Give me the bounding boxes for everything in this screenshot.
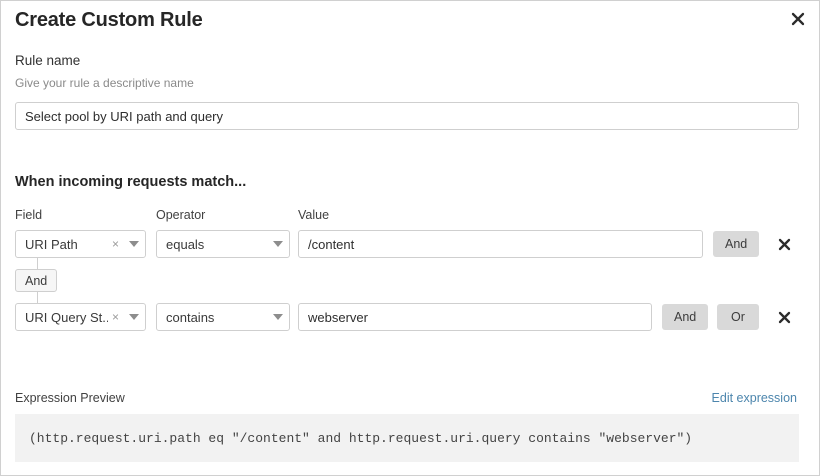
row-2-operator-select[interactable]: contains — [156, 303, 290, 331]
row-1-and-button[interactable]: And — [713, 231, 760, 257]
expression-preview-label: Expression Preview — [15, 391, 125, 405]
row-1-field-select[interactable]: URI Path × — [15, 230, 146, 258]
connector-line-top — [37, 258, 38, 269]
edit-expression-link[interactable]: Edit expression — [711, 391, 797, 405]
column-header-value: Value — [298, 208, 330, 222]
dialog-title: Create Custom Rule — [15, 9, 203, 31]
chevron-down-icon[interactable] — [267, 241, 289, 247]
column-header-operator: Operator — [156, 208, 206, 222]
chevron-down-icon[interactable] — [123, 314, 145, 320]
row-1-value-input[interactable] — [298, 230, 703, 258]
chevron-down-icon[interactable] — [267, 314, 289, 320]
column-header-field: Field — [15, 208, 43, 222]
rule-name-input[interactable] — [15, 102, 799, 130]
expression-preview-code: (http.request.uri.path eq "/content" and… — [15, 414, 799, 462]
row-2-field-select[interactable]: URI Query St... × — [15, 303, 146, 331]
chevron-down-icon[interactable] — [123, 241, 145, 247]
row-1-field-value: URI Path — [25, 236, 78, 252]
rule-name-help-text: Give your rule a descriptive name — [15, 76, 194, 90]
match-section-title: When incoming requests match... — [15, 174, 247, 190]
close-icon[interactable] — [787, 8, 809, 30]
row-2-value-input[interactable] — [298, 303, 652, 331]
row-2-operator-value: contains — [166, 309, 215, 325]
row-2-and-button[interactable]: And — [662, 304, 709, 330]
row-1-delete-icon[interactable] — [774, 234, 794, 254]
row-1-operator-select[interactable]: equals — [156, 230, 290, 258]
row-2-delete-icon[interactable] — [774, 307, 794, 327]
rule-name-label: Rule name — [15, 53, 81, 68]
row-1-operator-value: equals — [166, 236, 205, 252]
row-2-field-value: URI Query St... — [25, 309, 108, 325]
group-connector-and-badge[interactable]: And — [15, 269, 58, 292]
row-1-field-clear-icon[interactable]: × — [111, 237, 119, 251]
row-2-or-button[interactable]: Or — [717, 304, 759, 330]
row-2-field-clear-icon[interactable]: × — [111, 310, 119, 324]
connector-line-bottom — [37, 292, 38, 303]
